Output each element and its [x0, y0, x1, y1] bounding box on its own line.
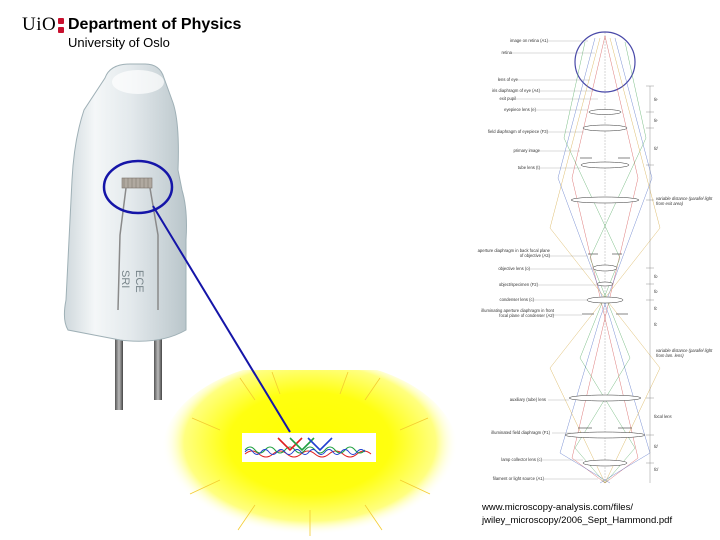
label-eyepiece-lens: eyepiece lens (e)	[504, 107, 536, 112]
side-note-lower: variable distance (parallel light from l…	[656, 348, 713, 358]
svg-text:fo: fo	[654, 289, 658, 294]
microscope-ray-diagram: image on retina (A1) retina lens of eye …	[477, 31, 713, 484]
bulb-glass	[63, 63, 187, 342]
focal-mark: focal lens	[654, 414, 673, 419]
svg-text:illuminated field diaphragm (F: illuminated field diaphragm (F1)	[491, 430, 550, 435]
svg-text:fo: fo	[654, 274, 658, 279]
source-citation: www.microscopy-analysis.com/files/ jwile…	[482, 501, 672, 527]
svg-text:fd: fd	[654, 146, 658, 151]
label-auxiliary-lens: auxiliary (tube) lens	[510, 397, 546, 402]
focal-scale	[646, 85, 654, 483]
svg-text:eyepiece lens (e): eyepiece lens (e)	[504, 107, 536, 112]
svg-text:fe: fe	[654, 97, 658, 102]
label-illuminated-field-diaphragm: illuminated field diaphragm (F1)	[491, 430, 550, 435]
light-emission-illustration	[162, 370, 458, 540]
bulb-pin-left	[115, 310, 123, 410]
label-field-diaphragm: field diaphragm of eyepiece (F3)	[488, 129, 549, 134]
svg-text:tube lens (t): tube lens (t)	[518, 165, 541, 170]
label-leaders	[512, 40, 598, 480]
svg-text:lamp collector lens (c): lamp collector lens (c)	[501, 457, 542, 462]
svg-text:exit pupil: exit pupil	[499, 96, 516, 101]
label-image-on-retina: image on retina (A1)	[510, 38, 549, 43]
university-name: University of Oslo	[68, 35, 170, 50]
department-title: Department of Physics	[68, 16, 242, 33]
svg-text:fc: fc	[654, 322, 658, 327]
label-condenser-lens: condenser lens (c)	[500, 297, 535, 302]
focal-mark: fd	[654, 444, 658, 449]
focal-mark: fd	[654, 146, 658, 151]
uio-header: UiO Department of Physics University of …	[22, 14, 252, 54]
label-iris-diaphragm: iris diaphragm of eye (A4)	[492, 88, 541, 93]
label-primary-image: primary image	[513, 148, 540, 153]
focal-mark: fe	[654, 97, 658, 102]
svg-text:ECE: ECE	[133, 270, 145, 293]
focal-mark: fe	[654, 118, 658, 123]
svg-text:objective lens (o): objective lens (o)	[498, 266, 530, 271]
label-objective-lens: objective lens (o)	[498, 266, 530, 271]
source-line-2: jwiley_microscopy/2006_Sept_Hammond.pdf	[482, 515, 673, 526]
focal-mark: fo	[654, 274, 658, 279]
svg-text:filament or light source (A1): filament or light source (A1)	[493, 476, 545, 481]
halogen-bulb-image: SRI ECE	[63, 63, 187, 410]
label-lamp-collector-lens: lamp collector lens (c)	[501, 457, 542, 462]
wave-red	[244, 450, 372, 458]
label-retina: retina	[502, 50, 513, 55]
focal-mark: fo	[654, 289, 658, 294]
wave-blue	[244, 449, 366, 455]
svg-text:lens of eye: lens of eye	[498, 77, 519, 82]
svg-text:field diaphragm of eyepiece (F: field diaphragm of eyepiece (F3)	[488, 129, 549, 134]
label-exit-pupil: exit pupil	[499, 96, 516, 101]
ray-bundles	[549, 35, 661, 484]
svg-text:focal lens: focal lens	[654, 414, 673, 419]
svg-text:SRI: SRI	[119, 270, 131, 288]
svg-text:fd: fd	[654, 444, 658, 449]
svg-text:object/specimen (F2): object/specimen (F2)	[499, 282, 539, 287]
uio-logo: UiO	[22, 14, 57, 35]
svg-text:fcl: fcl	[654, 467, 659, 472]
eye-outline	[574, 31, 636, 93]
lenses	[564, 109, 646, 467]
glow-rays	[189, 371, 431, 536]
svg-text:auxiliary (tube) lens: auxiliary (tube) lens	[510, 397, 546, 402]
svg-text:fc: fc	[654, 306, 658, 311]
focal-mark: fc	[654, 306, 658, 311]
svg-text:primary image: primary image	[513, 148, 540, 153]
wave-arrows	[277, 437, 333, 452]
svg-text:retina: retina	[502, 50, 513, 55]
focal-mark: fcl	[654, 467, 659, 472]
filament-callout-circle	[102, 159, 174, 215]
label-lens-of-eye: lens of eye	[498, 77, 519, 82]
label-filament-light-source: filament or light source (A1)	[493, 476, 545, 481]
label-aperture-diaphragm: aperture diaphragm in back focal plane o…	[477, 248, 550, 258]
bulb-pin-right	[154, 310, 162, 400]
focal-mark: fc	[654, 322, 658, 327]
source-line-1: www.microscopy-analysis.com/files/	[482, 502, 633, 513]
svg-text:fe: fe	[654, 118, 658, 123]
svg-text:iris diaphragm of eye (A4): iris diaphragm of eye (A4)	[492, 88, 541, 93]
label-tube-lens: tube lens (t)	[518, 165, 541, 170]
filament	[121, 177, 153, 189]
side-note-upper: variable distance (parallel light from e…	[656, 196, 713, 206]
label-illuminating-aperture: illuminating aperture diaphragm in front…	[481, 308, 554, 318]
uio-logo-colon	[58, 18, 64, 33]
svg-text:condenser lens (c): condenser lens (c)	[500, 297, 535, 302]
label-object-specimen: object/specimen (F2)	[499, 282, 539, 287]
filament-callout-line	[152, 205, 291, 433]
svg-text:image on retina (A1): image on retina (A1)	[510, 38, 549, 43]
diaphragms	[578, 157, 632, 429]
